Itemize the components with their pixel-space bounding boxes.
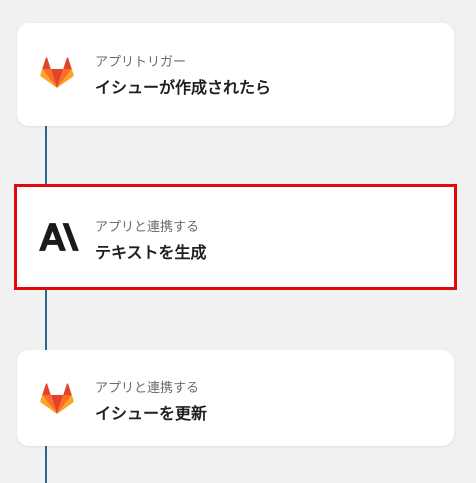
step-subtitle: アプリトリガー <box>95 55 187 70</box>
step-subtitle: アプリと連携する <box>95 381 200 396</box>
anthropic-icon <box>39 223 79 251</box>
flow-step-card-trigger[interactable]: アプリトリガー イシューが作成されたら <box>17 23 454 126</box>
step-subtitle: アプリと連携する <box>95 220 200 235</box>
flow-connector-line <box>45 289 47 351</box>
gitlab-icon <box>40 57 74 89</box>
flow-connector-line <box>45 126 47 184</box>
step-title: イシューを更新 <box>95 404 208 423</box>
flow-step-card-update-issue[interactable]: アプリと連携する イシューを更新 <box>17 350 454 446</box>
flow-step-card-generate-text[interactable]: アプリと連携する テキストを生成 <box>14 184 457 290</box>
step-title: テキストを生成 <box>95 243 207 262</box>
flow-connector-line <box>45 446 47 483</box>
gitlab-icon <box>40 383 74 415</box>
step-title: イシューが作成されたら <box>95 78 272 97</box>
